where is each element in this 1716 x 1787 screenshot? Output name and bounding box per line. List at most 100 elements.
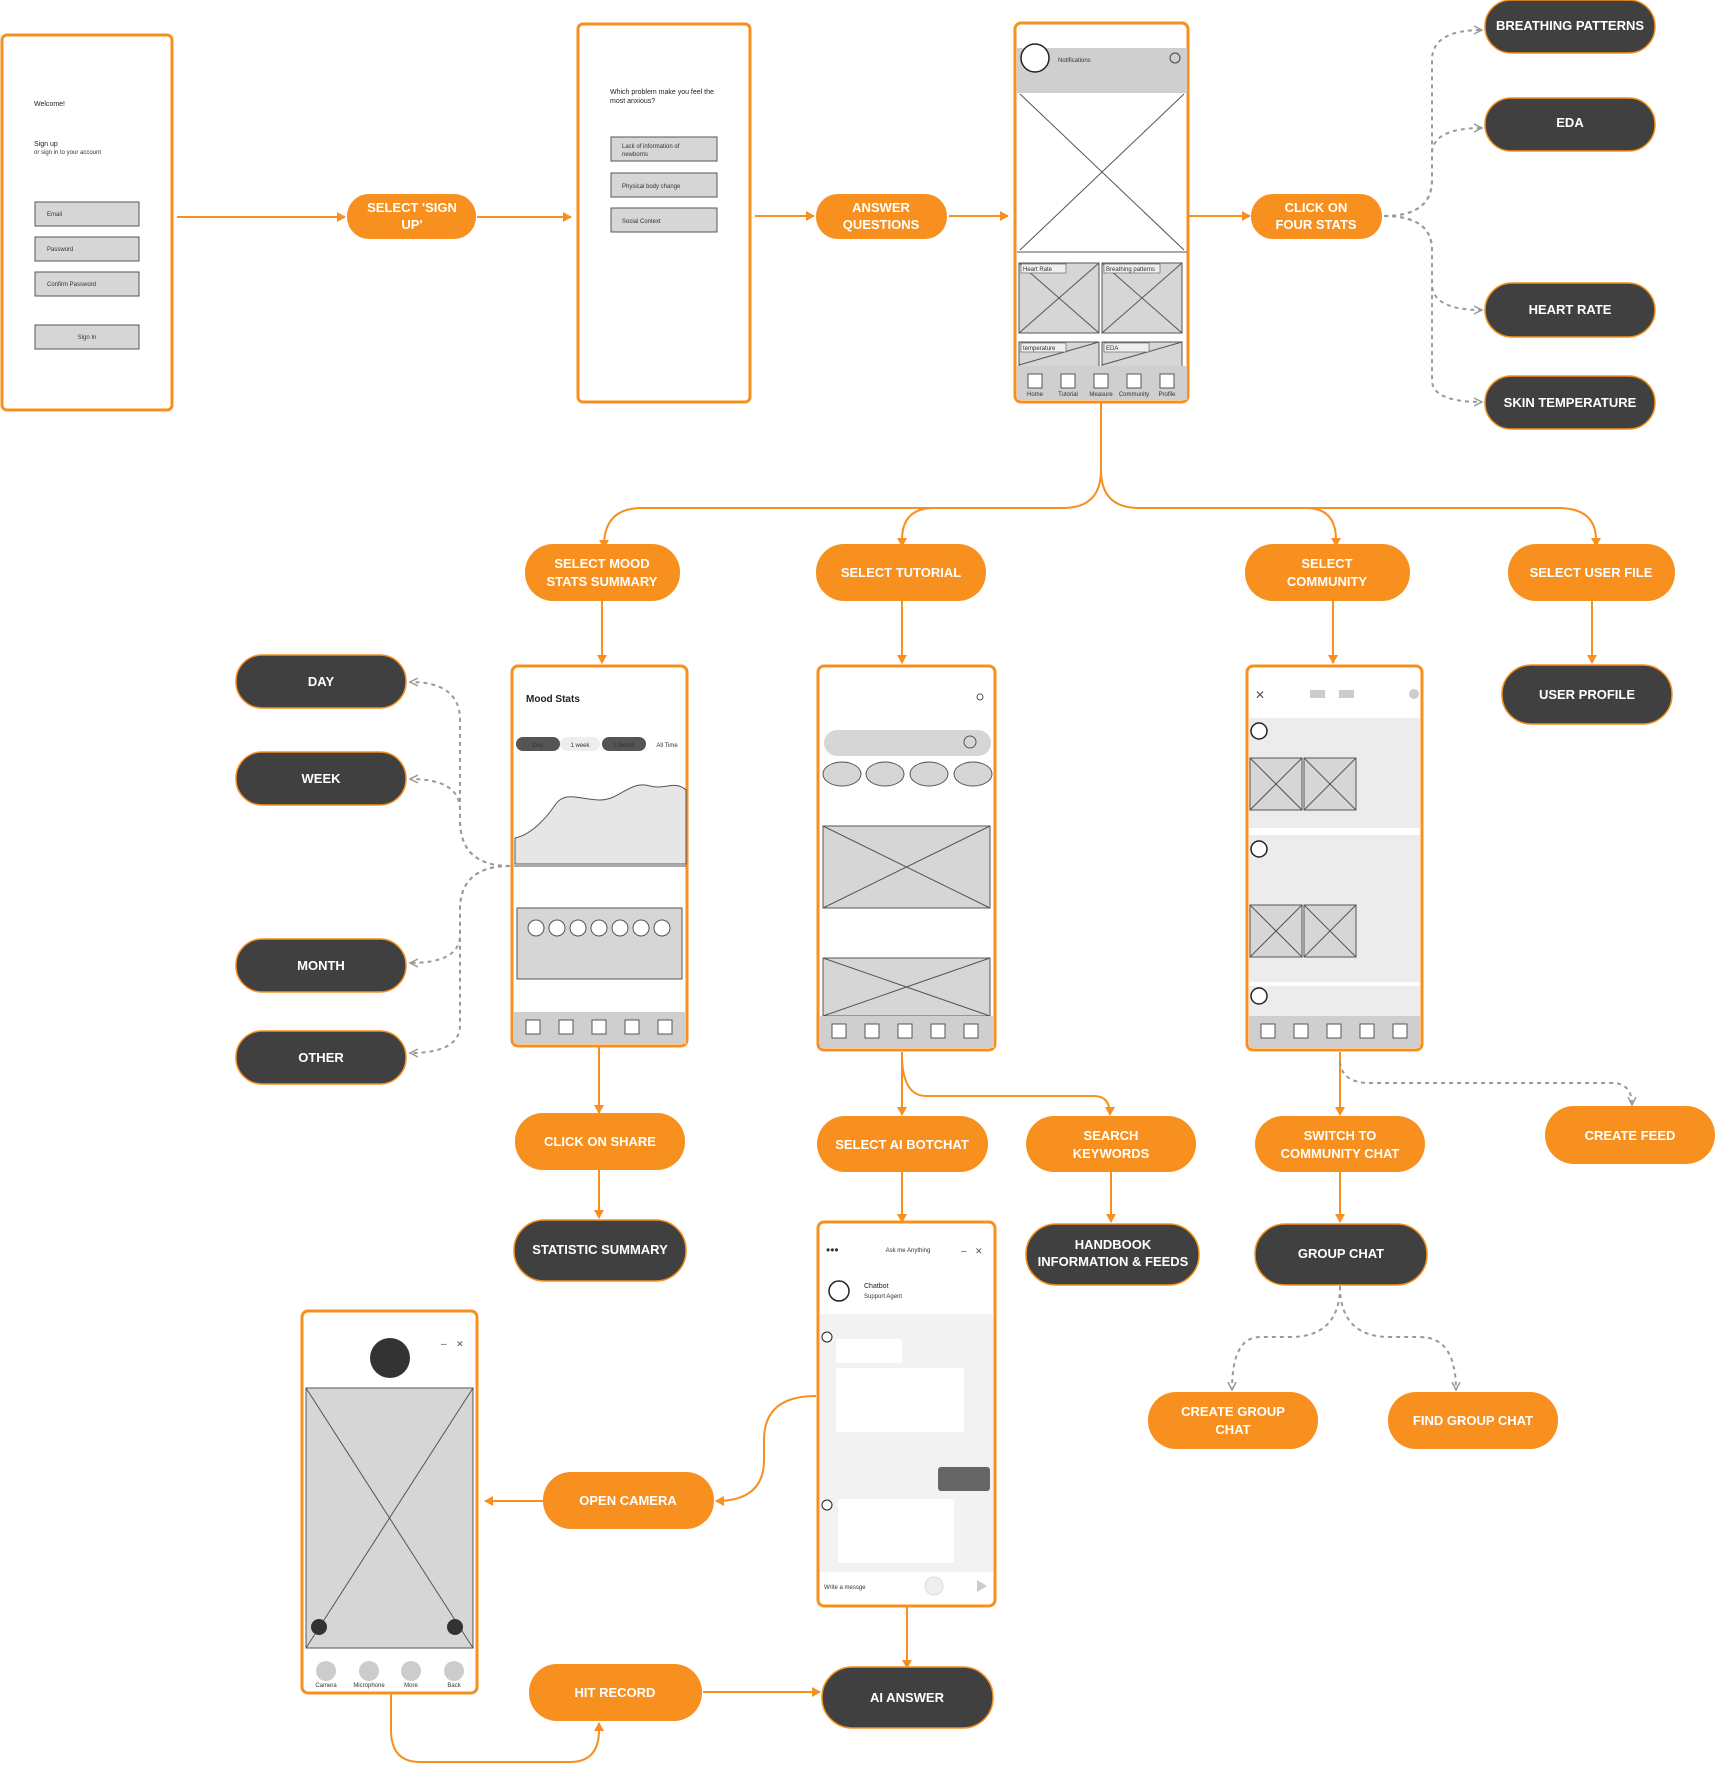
step-select-mood[interactable]: SELECT MOOD STATS SUMMARY <box>525 544 680 601</box>
microphone-icon[interactable] <box>359 1661 379 1681</box>
outcome-breathing[interactable]: BREATHING PATTERNS <box>1484 0 1656 54</box>
step-find-group-chat[interactable]: FIND GROUP CHAT <box>1388 1392 1558 1449</box>
feed-tab[interactable] <box>1310 690 1325 698</box>
nav-community-label: Community <box>1119 392 1149 398</box>
measure-icon[interactable] <box>1093 373 1109 389</box>
step-create-group-chat[interactable]: CREATE GROUP CHAT <box>1148 1392 1318 1449</box>
step-community-line2: COMMUNITY <box>1287 574 1367 589</box>
outcome-day[interactable]: DAY <box>235 654 407 709</box>
record-dot-left[interactable] <box>311 1619 327 1635</box>
heart-rate-card[interactable]: Heart Rate <box>1018 262 1100 334</box>
step-find-group-label: FIND GROUP CHAT <box>1413 1413 1533 1428</box>
minimize-icon[interactable]: – <box>961 1246 967 1257</box>
outcome-statistic-summary[interactable]: STATISTIC SUMMARY <box>513 1219 687 1282</box>
option-social-context[interactable] <box>610 207 718 233</box>
alert-icon[interactable] <box>1169 52 1181 64</box>
sign-in-button[interactable] <box>34 324 140 350</box>
ai-chat-screen: ••• Ask me Anything – ✕ Chatbot Support … <box>816 1220 997 1608</box>
community-nav-icons[interactable] <box>1260 1023 1408 1039</box>
home-icon[interactable] <box>1027 373 1043 389</box>
close-chat-icon[interactable]: ✕ <box>975 1246 983 1256</box>
tutorial-card-2[interactable] <box>822 957 991 1017</box>
outcome-other[interactable]: OTHER <box>235 1030 407 1085</box>
option-newborn-info[interactable] <box>610 136 718 162</box>
outcome-day-label: DAY <box>308 674 335 689</box>
outcome-heart-rate[interactable]: HEART RATE <box>1484 282 1656 338</box>
password-field[interactable] <box>34 236 140 262</box>
step-hit-record[interactable]: HIT RECORD <box>529 1664 702 1721</box>
mood-emoji-circles[interactable] <box>527 919 671 937</box>
settings-icon[interactable] <box>1409 689 1419 699</box>
breathing-card[interactable]: Breathing patterns <box>1101 262 1183 334</box>
all-time-tab-label[interactable]: All Time <box>656 743 678 749</box>
step-click-share[interactable]: CLICK ON SHARE <box>515 1113 685 1170</box>
profile-icon[interactable] <box>1159 373 1175 389</box>
message-input[interactable]: Write a messge <box>824 1585 866 1591</box>
microphone-label: Microphone <box>353 1683 385 1689</box>
category-chips[interactable] <box>822 761 993 787</box>
step-select-sign-up[interactable]: SELECT 'SIGN UP' <box>347 194 476 239</box>
week-tab[interactable] <box>560 737 600 751</box>
step-click-four-stats[interactable]: CLICK ON FOUR STATS <box>1251 194 1382 239</box>
month-tab[interactable] <box>602 737 646 751</box>
post-3[interactable] <box>1249 986 1420 1016</box>
day-tab[interactable] <box>516 737 560 751</box>
confirm-password-field[interactable] <box>34 271 140 297</box>
temperature-card[interactable]: temperature <box>1018 341 1100 368</box>
outcome-month-label: MONTH <box>297 958 345 973</box>
option-body-change[interactable] <box>610 172 718 198</box>
camera-icon[interactable] <box>316 1661 336 1681</box>
avatar[interactable] <box>1020 43 1050 73</box>
outcome-skin-temp[interactable]: SKIN TEMPERATURE <box>1484 375 1656 430</box>
email-field[interactable] <box>34 201 140 227</box>
outcome-eda[interactable]: EDA <box>1484 97 1656 152</box>
community-icon[interactable] <box>1126 373 1142 389</box>
step-select-user-file[interactable]: SELECT USER FILE <box>1508 544 1675 601</box>
minimize-cam-icon[interactable]: – <box>441 1339 447 1350</box>
option3-label: Social Context <box>622 219 661 225</box>
tutorial-nav-icons[interactable] <box>831 1023 979 1039</box>
outcome-user-profile[interactable]: USER PROFILE <box>1501 664 1673 725</box>
outcome-group-chat[interactable]: GROUP CHAT <box>1254 1223 1428 1286</box>
outcome-week[interactable]: WEEK <box>235 751 407 806</box>
outcome-skin-temp-label: SKIN TEMPERATURE <box>1504 395 1637 410</box>
more-cam-icon[interactable] <box>401 1661 421 1681</box>
step-select-tutorial[interactable]: SELECT TUTORIAL <box>816 544 986 601</box>
mood-title: Mood Stats <box>526 694 580 705</box>
step-search-keywords[interactable]: SEARCH KEYWORDS <box>1026 1116 1196 1172</box>
attach-icon[interactable] <box>924 1576 944 1596</box>
step-switch-community-chat[interactable]: SWITCH TO COMMUNITY CHAT <box>1255 1116 1425 1172</box>
send-icon[interactable] <box>977 1580 987 1592</box>
record-dot-right[interactable] <box>447 1619 463 1635</box>
outcome-month[interactable]: MONTH <box>235 938 407 993</box>
outcome-handbook[interactable]: HANDBOOK INFORMATION & FEEDS <box>1025 1223 1200 1286</box>
step-create-feed[interactable]: CREATE FEED <box>1545 1106 1715 1164</box>
search-icon[interactable] <box>963 735 977 749</box>
notifications-label: Notifications <box>1058 58 1091 64</box>
step-select-sign-up-line1: SELECT 'SIGN <box>367 200 457 215</box>
tutorial-card-1[interactable] <box>822 825 991 909</box>
outcome-ai-answer[interactable]: AI ANSWER <box>821 1666 994 1729</box>
step-community-line1: SELECT <box>1301 556 1352 571</box>
temperature-label: temperature <box>1023 346 1056 352</box>
outcome-user-profile-label: USER PROFILE <box>1539 687 1635 702</box>
mood-nav-icons[interactable] <box>525 1019 673 1035</box>
more-icon[interactable]: ••• <box>826 1243 839 1257</box>
mood-emoji-panel <box>516 907 683 980</box>
outcome-group-chat-label: GROUP CHAT <box>1298 1246 1384 1261</box>
step-answer-questions[interactable]: ANSWER QUESTIONS <box>816 194 947 239</box>
back-icon[interactable] <box>444 1661 464 1681</box>
tutorial-icon[interactable] <box>1060 373 1076 389</box>
user-icon[interactable] <box>976 693 984 701</box>
search-input[interactable] <box>824 730 991 756</box>
eda-label: EDA <box>1106 346 1118 352</box>
eda-card[interactable]: EDA <box>1101 341 1183 368</box>
chat-tab[interactable] <box>1339 690 1354 698</box>
step-select-community[interactable]: SELECT COMMUNITY <box>1245 544 1410 601</box>
step-create-group-line1: CREATE GROUP <box>1181 1404 1285 1419</box>
close-cam-icon[interactable]: ✕ <box>456 1339 464 1349</box>
close-icon[interactable]: ✕ <box>1255 688 1265 702</box>
step-open-camera[interactable]: OPEN CAMERA <box>543 1472 714 1529</box>
step-select-ai-botchat[interactable]: SELECT AI BOTCHAT <box>817 1116 988 1172</box>
